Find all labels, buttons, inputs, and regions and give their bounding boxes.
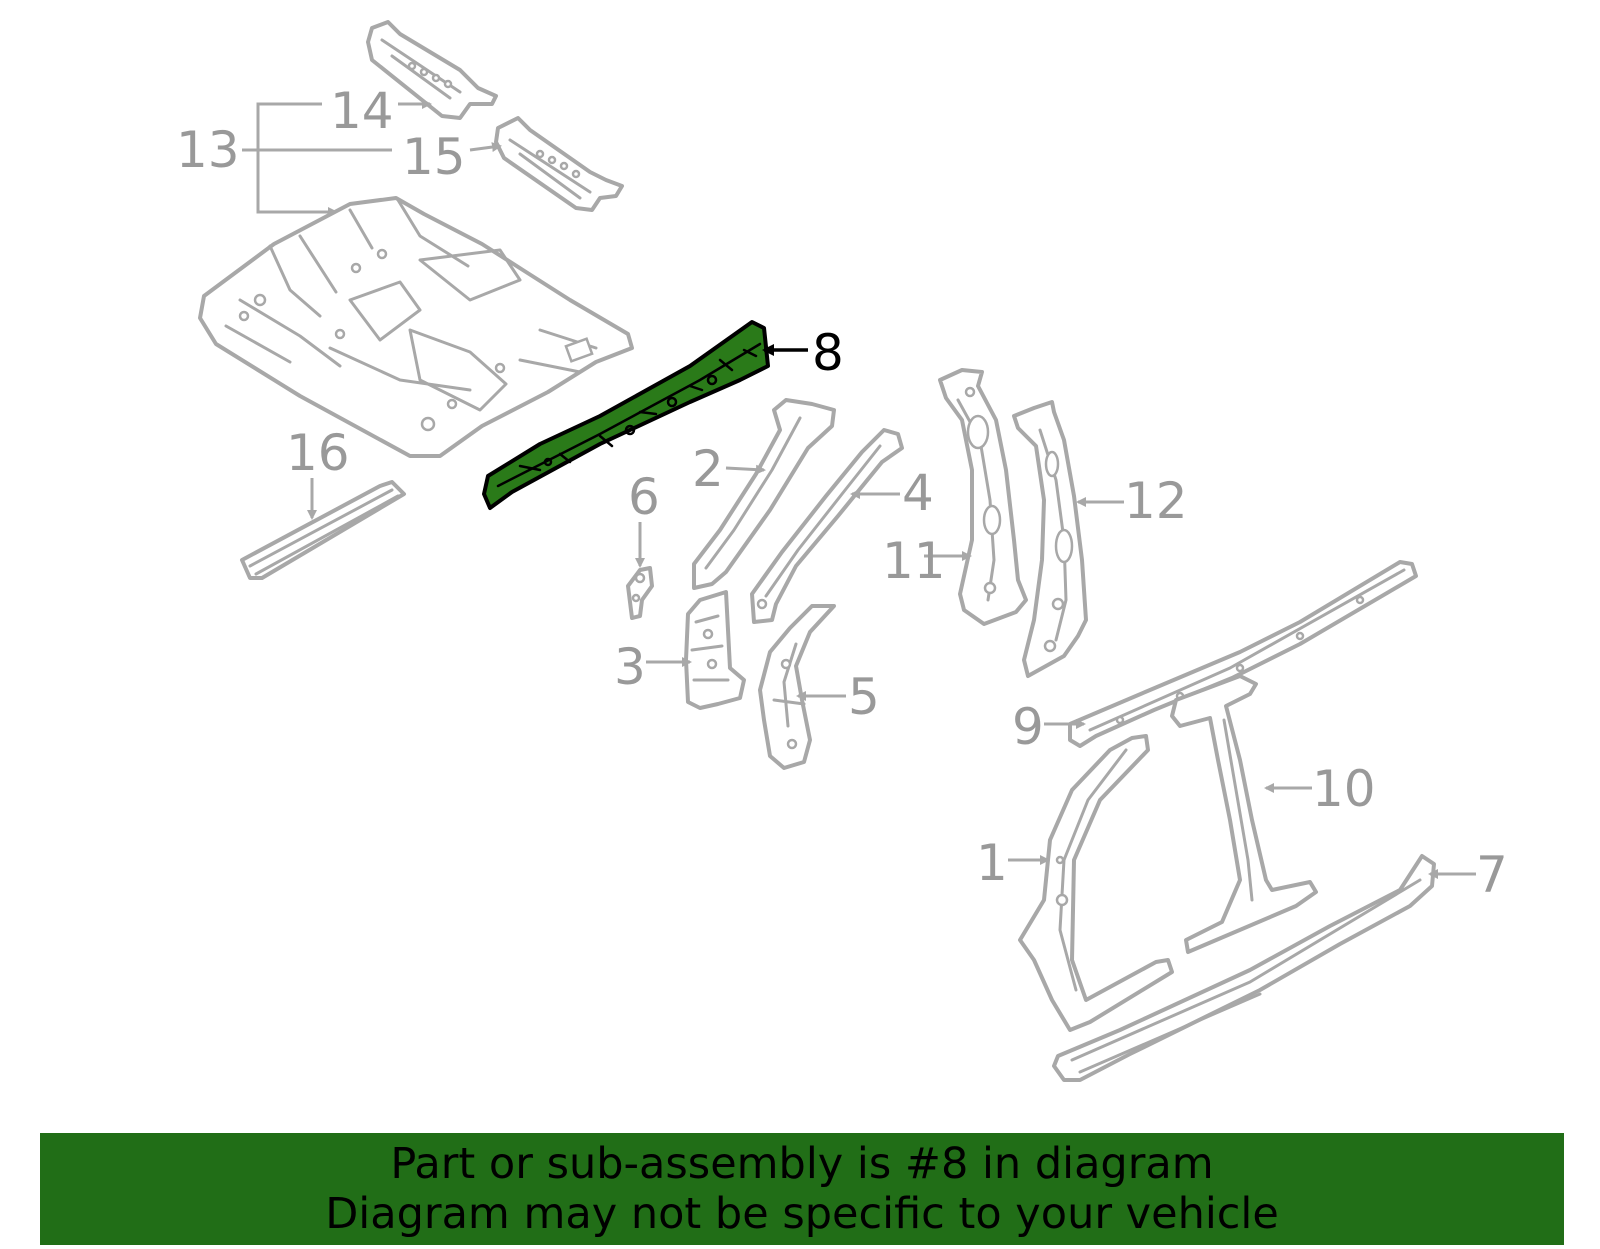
- callout-11: 11: [882, 532, 946, 590]
- callout-14: 14: [330, 82, 394, 140]
- part-13-floor-pan[interactable]: [198, 196, 634, 458]
- banner-line-2: Diagram may not be specific to your vehi…: [325, 1189, 1279, 1239]
- callout-13: 13: [176, 121, 240, 179]
- callout-7: 7: [1476, 846, 1508, 904]
- part-14-crossmember[interactable]: [366, 20, 498, 120]
- callout-1: 1: [976, 834, 1008, 892]
- part-10-pillar-outer[interactable]: [1170, 674, 1318, 954]
- part-1-body-side[interactable]: [1018, 734, 1174, 1032]
- leader-15: [469, 142, 502, 153]
- callout-10: 10: [1312, 760, 1376, 818]
- part-5-pillar-lower[interactable]: [758, 604, 836, 770]
- part-12-pillar-reinforcement[interactable]: [1012, 400, 1088, 678]
- banner-line-1: Part or sub-assembly is #8 in diagram: [390, 1139, 1214, 1189]
- callout-4: 4: [902, 464, 934, 522]
- callout-2: 2: [692, 440, 724, 498]
- parts-diagram: 13 14 15 16 8 2 4 6 3 5 11 12 9 10 1 7: [176, 20, 1508, 1082]
- leader-13-bracket: [242, 102, 392, 217]
- part-11-pillar-inner[interactable]: [938, 368, 1028, 626]
- info-banner: Part or sub-assembly is #8 in diagram Di…: [40, 1133, 1564, 1245]
- callout-5: 5: [848, 668, 880, 726]
- callout-8[interactable]: 8: [812, 324, 844, 382]
- part-4-reinforcement[interactable]: [750, 428, 904, 624]
- callout-12: 12: [1124, 472, 1188, 530]
- leader-2: [725, 464, 766, 475]
- part-3-hinge-pillar[interactable]: [684, 590, 746, 710]
- callout-9: 9: [1012, 698, 1044, 756]
- part-2-pillar[interactable]: [692, 398, 836, 590]
- part-16-rail[interactable]: [240, 480, 406, 580]
- callout-16: 16: [286, 424, 350, 482]
- callout-3: 3: [614, 638, 646, 696]
- callout-15: 15: [402, 128, 466, 186]
- part-15-crossmember[interactable]: [494, 116, 624, 212]
- part-9-roof-rail[interactable]: [1068, 560, 1418, 748]
- part-7-rocker[interactable]: [1052, 854, 1436, 1082]
- part-8-highlighted[interactable]: [482, 320, 770, 510]
- part-6-bracket[interactable]: [626, 566, 654, 620]
- callout-6: 6: [628, 468, 660, 526]
